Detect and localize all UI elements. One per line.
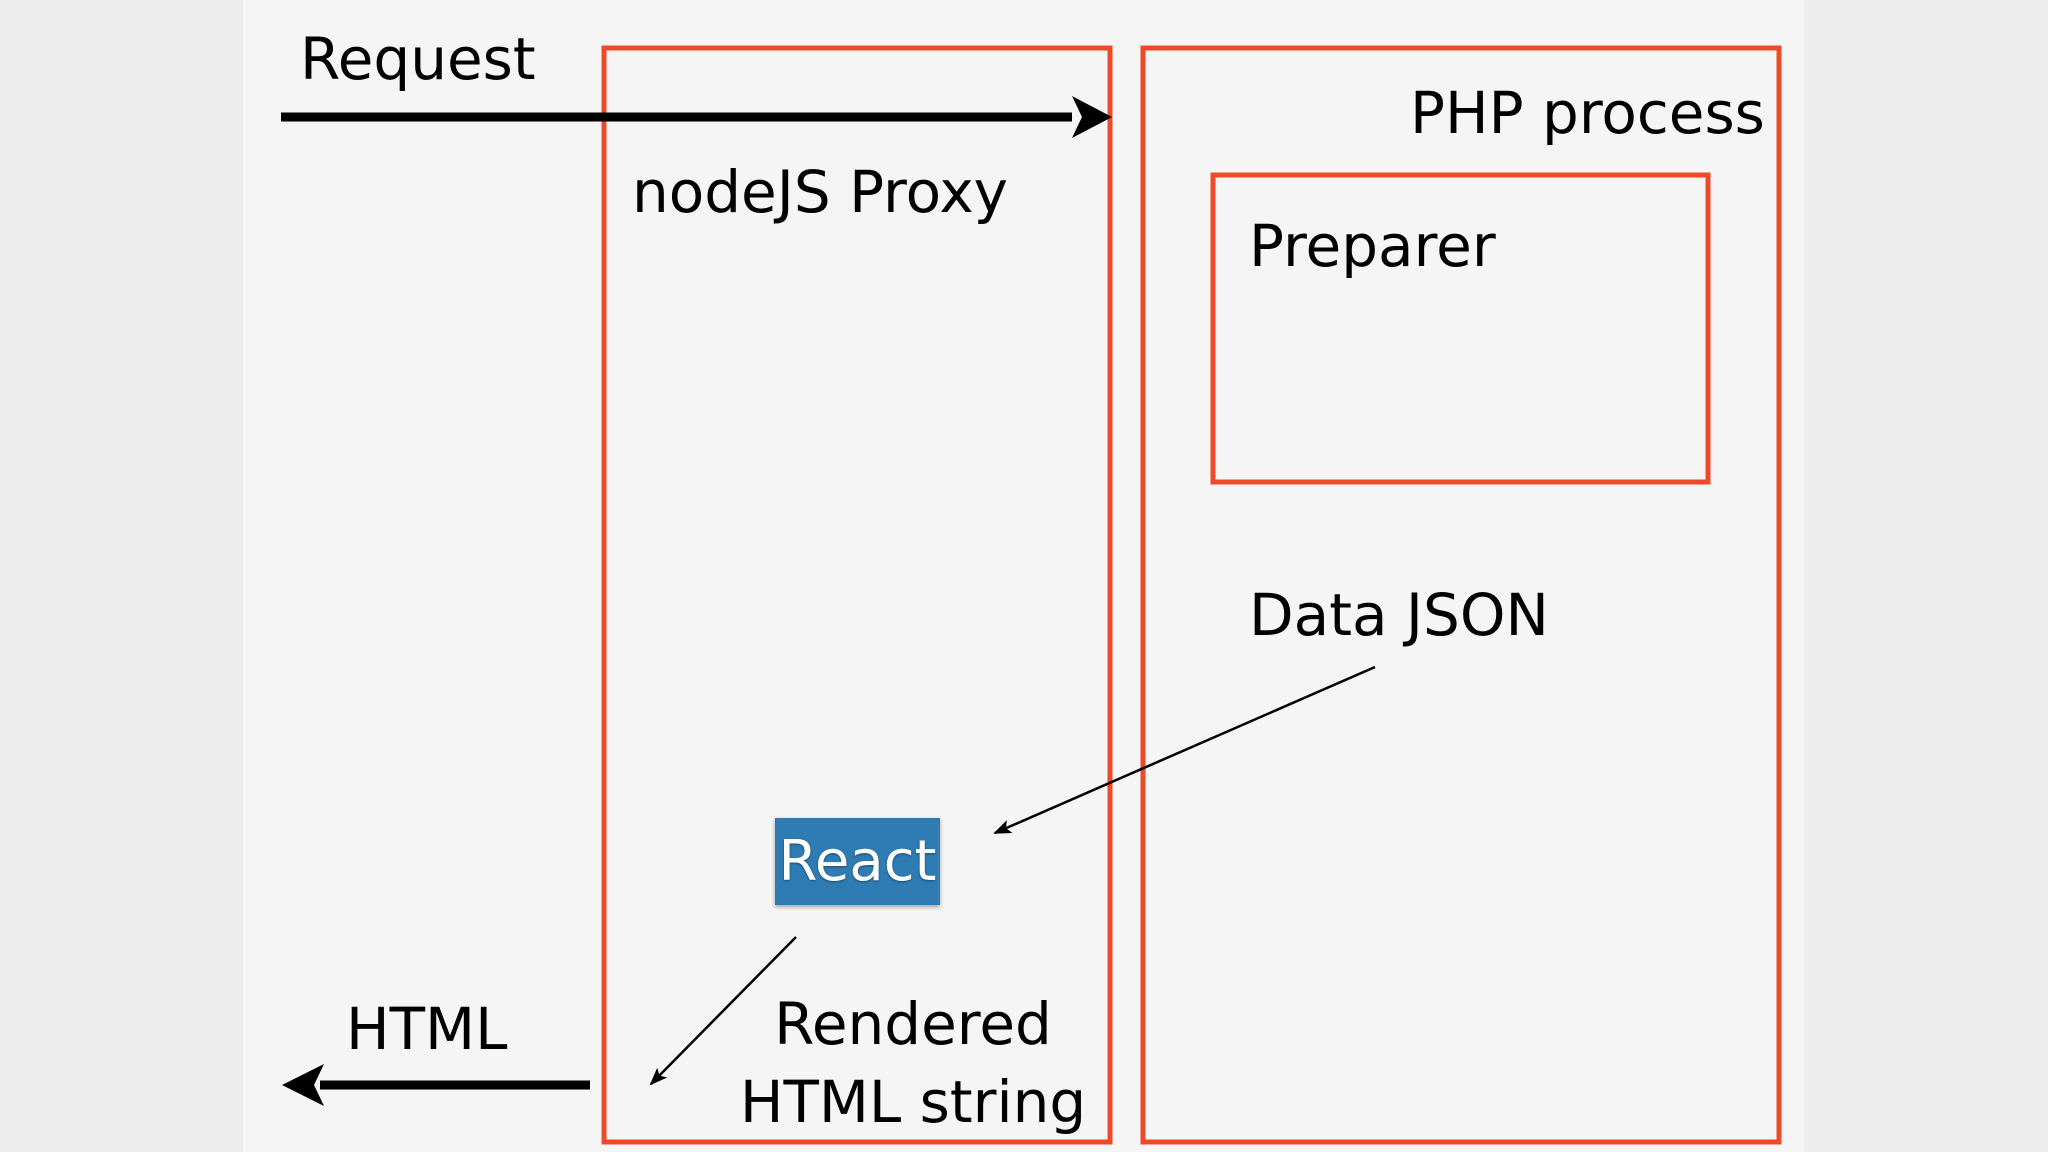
php-process-label: PHP process bbox=[1410, 79, 1765, 147]
preparer-label: Preparer bbox=[1249, 212, 1496, 280]
slide-background bbox=[243, 0, 1804, 1152]
node-proxy-label: nodeJS Proxy bbox=[632, 158, 1008, 226]
react-box: React bbox=[775, 818, 940, 905]
react-to-rendered-arrow bbox=[649, 936, 797, 1086]
php-process-box bbox=[1140, 45, 1782, 1145]
rendered-line-1: Rendered bbox=[774, 990, 1052, 1058]
data-json-to-react-arrow bbox=[993, 665, 1376, 835]
preparer-box bbox=[1210, 172, 1711, 485]
rendered-line-2: HTML string bbox=[739, 1068, 1087, 1136]
html-arrow bbox=[282, 1064, 590, 1106]
request-arrow bbox=[281, 96, 1112, 138]
html-label: HTML bbox=[346, 995, 508, 1063]
request-label: Request bbox=[300, 25, 536, 93]
node-proxy-box bbox=[601, 45, 1113, 1145]
data-json-label: Data JSON bbox=[1249, 581, 1549, 649]
rendered-html-string-label: Rendered HTML string bbox=[738, 985, 1088, 1141]
react-label: React bbox=[778, 828, 937, 894]
